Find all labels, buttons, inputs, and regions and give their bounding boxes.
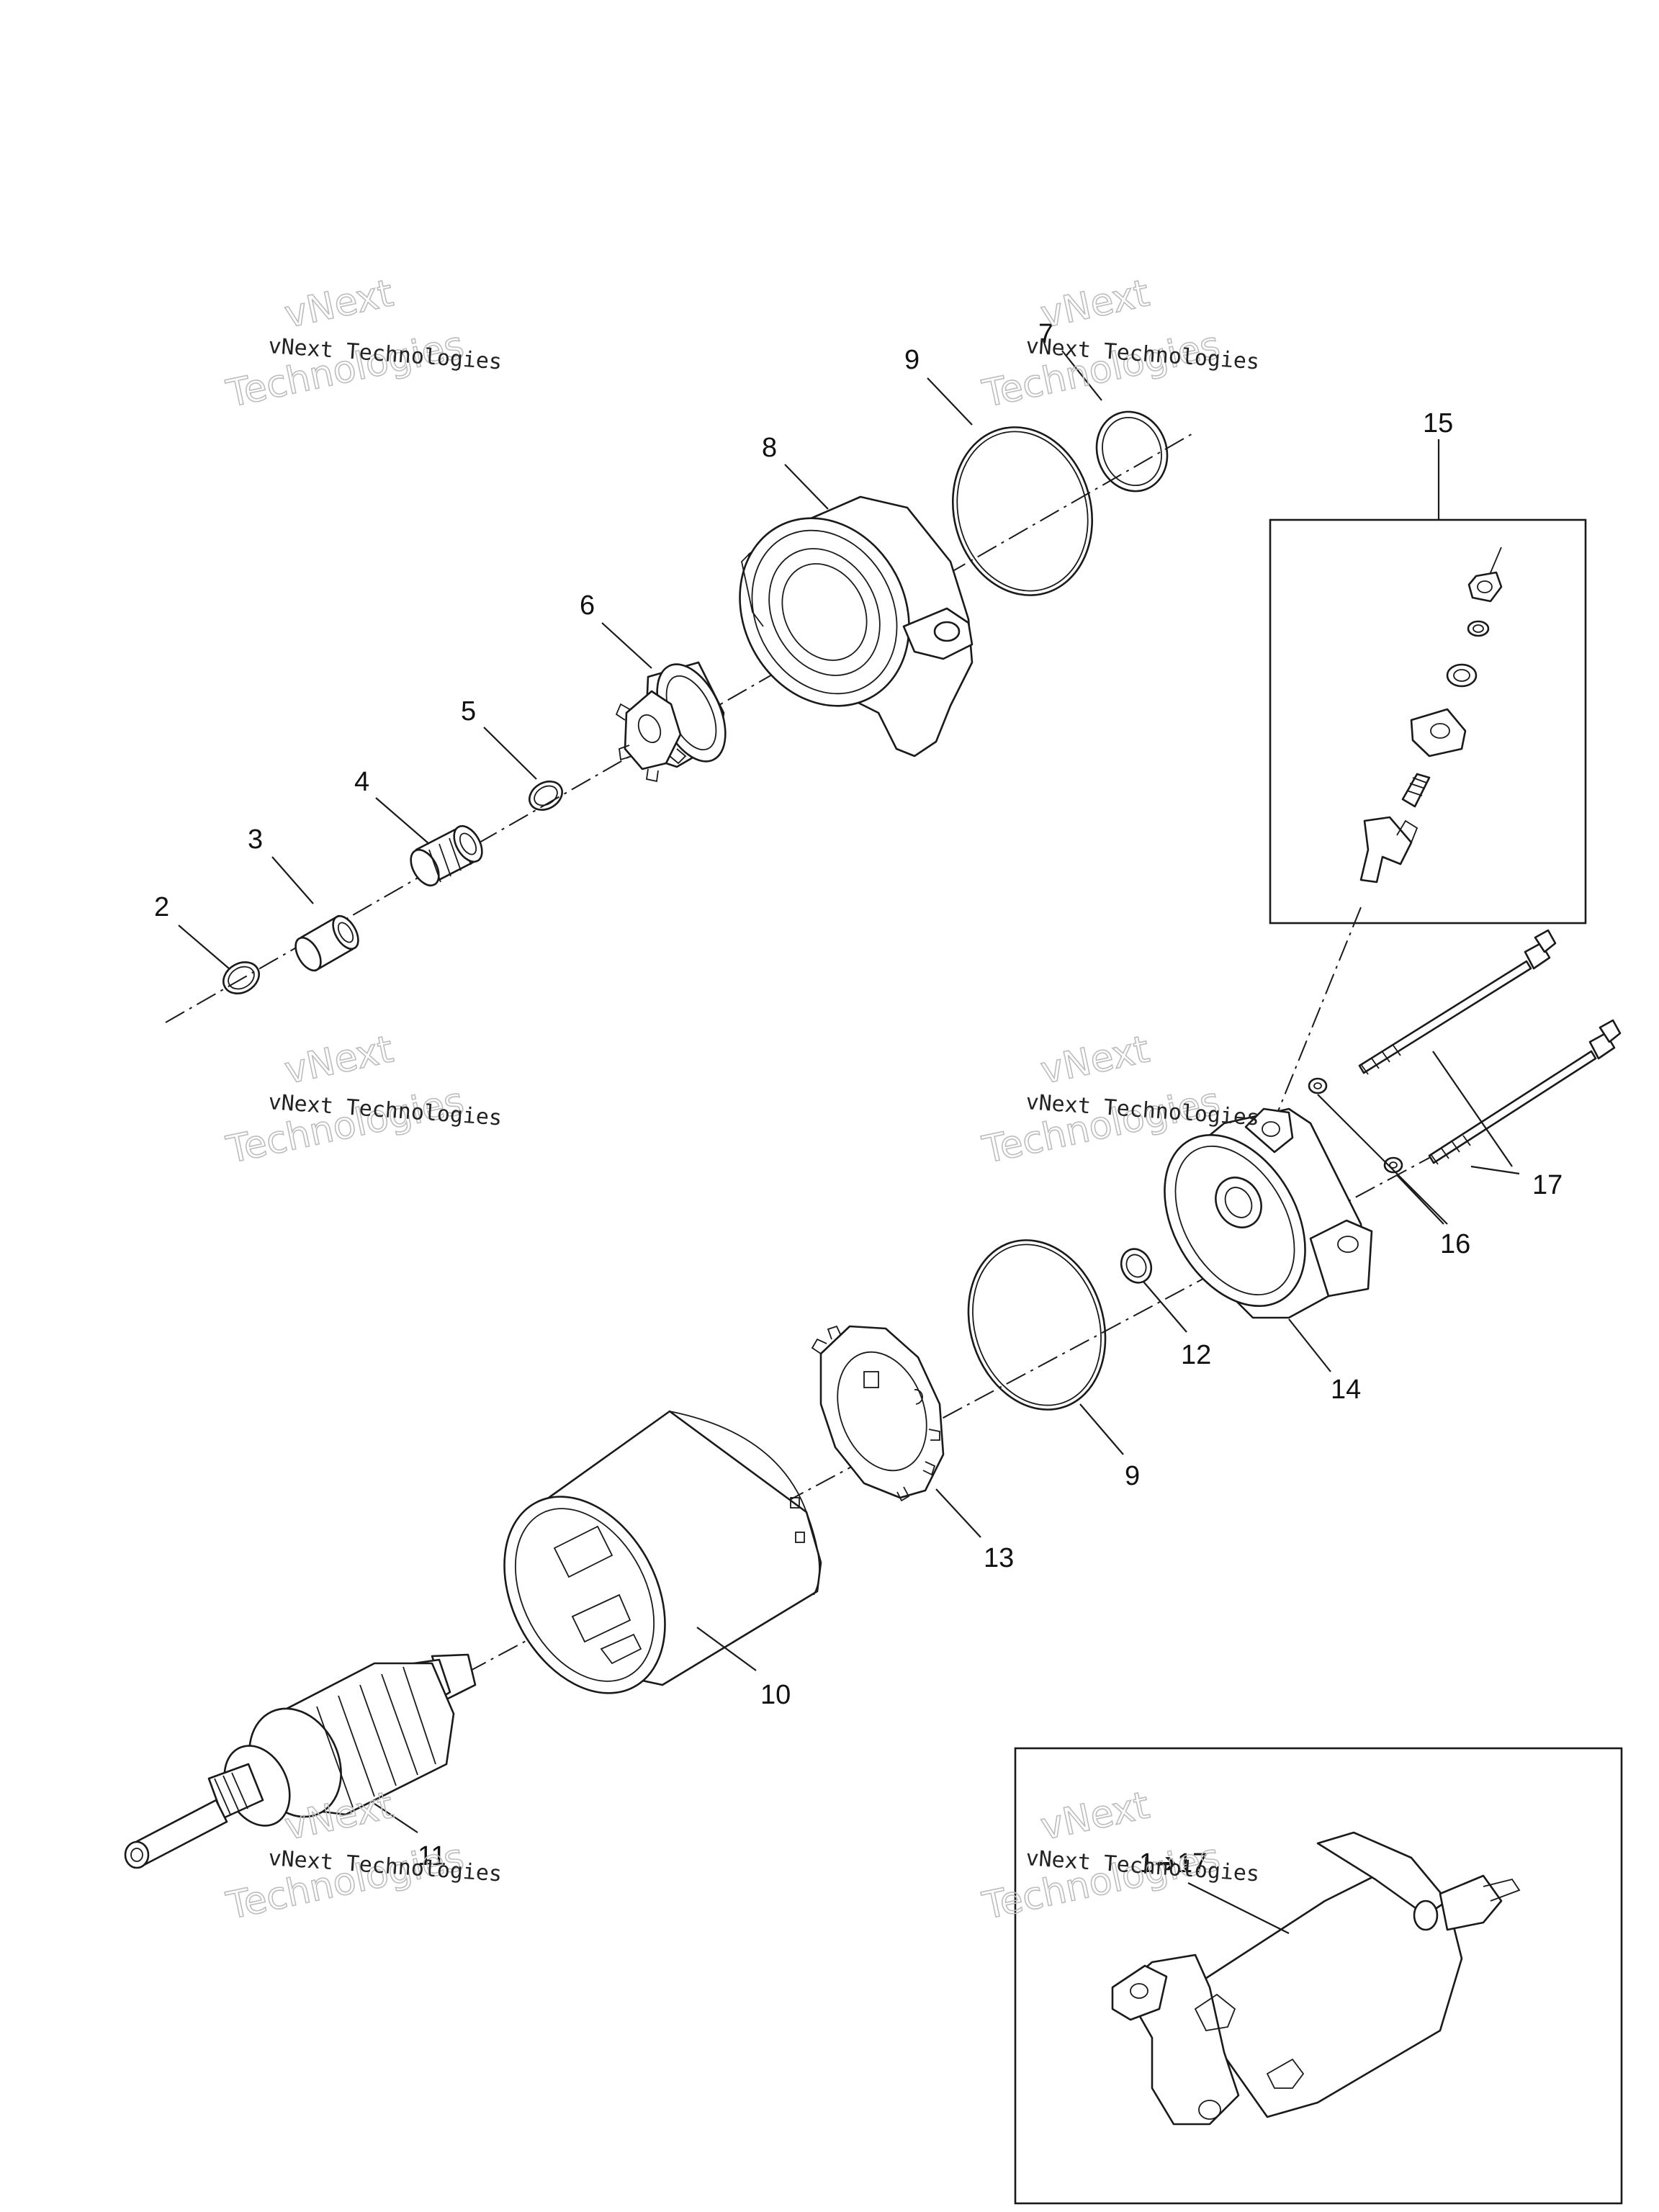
callout-9-bottom: 9	[1125, 1461, 1140, 1491]
svg-text:vNext: vNext	[281, 1028, 397, 1092]
svg-text:Technologies: Technologies	[979, 324, 1223, 416]
callout-17: 17	[1532, 1170, 1563, 1200]
callout-4: 4	[354, 767, 369, 797]
callout-11: 11	[418, 1841, 446, 1871]
callout-15: 15	[1423, 408, 1453, 439]
callout-assembly: 1➔17	[1139, 1848, 1208, 1879]
callout-10: 10	[760, 1680, 791, 1710]
watermark-top-right: vNext Technologies vNext Technologies	[978, 271, 1260, 417]
watermark-bottom-right: vNext Technologies vNext Technologies	[978, 1784, 1260, 1929]
part-10-field-frame	[503, 1410, 822, 1694]
part-6-pinion-drive	[615, 661, 727, 783]
callout-8: 8	[762, 433, 777, 463]
part-15-terminal-kit-box	[1269, 439, 1587, 925]
callout-labels: 2 3 4 5 6 8 9 7 15 17 16 12 14 9 13 10 1…	[154, 319, 1563, 1879]
starter-assembly-box	[1014, 1747, 1623, 2205]
svg-text:vNext: vNext	[1037, 1028, 1153, 1092]
callout-13: 13	[984, 1543, 1014, 1573]
part-8-drive-end-housing	[739, 495, 974, 757]
part-9-o-ring-bottom	[967, 1239, 1107, 1411]
part-5-ring	[529, 781, 563, 811]
center-axis-brush-holder	[1267, 907, 1362, 1138]
callout-6: 6	[580, 590, 595, 621]
callout-2: 2	[154, 892, 169, 922]
svg-text:vNext: vNext	[281, 271, 397, 336]
part-17-through-bolts	[1358, 929, 1622, 1165]
part-12-o-ring	[1120, 1248, 1153, 1284]
callout-5: 5	[461, 696, 476, 727]
part-9-o-ring-top	[951, 426, 1094, 596]
svg-text:vNext: vNext	[1037, 271, 1153, 336]
svg-text:vNext: vNext	[1037, 1784, 1153, 1848]
part-16-lock-washers	[1308, 1077, 1403, 1174]
watermark-top-left: vNext Technologies vNext Technologies	[222, 271, 503, 417]
callout-16: 16	[1440, 1229, 1470, 1259]
callout-12: 12	[1181, 1340, 1211, 1370]
part-13-brush-plate	[811, 1325, 945, 1502]
part-3-collar	[295, 914, 359, 972]
leader-lines	[178, 350, 1520, 1833]
part-4-spring	[410, 824, 483, 887]
callout-9-top: 9	[904, 345, 920, 375]
callout-3: 3	[248, 824, 263, 855]
callout-14: 14	[1331, 1375, 1361, 1405]
part-11-armature	[124, 1653, 477, 1869]
watermark-mid-left: vNext Technologies vNext Technologies	[222, 1028, 503, 1173]
part-14-commutator-end-housing	[1164, 1107, 1373, 1319]
part-2-snap-ring	[222, 961, 260, 994]
callout-7: 7	[1038, 319, 1053, 349]
part-7-o-ring-small	[1095, 410, 1169, 493]
